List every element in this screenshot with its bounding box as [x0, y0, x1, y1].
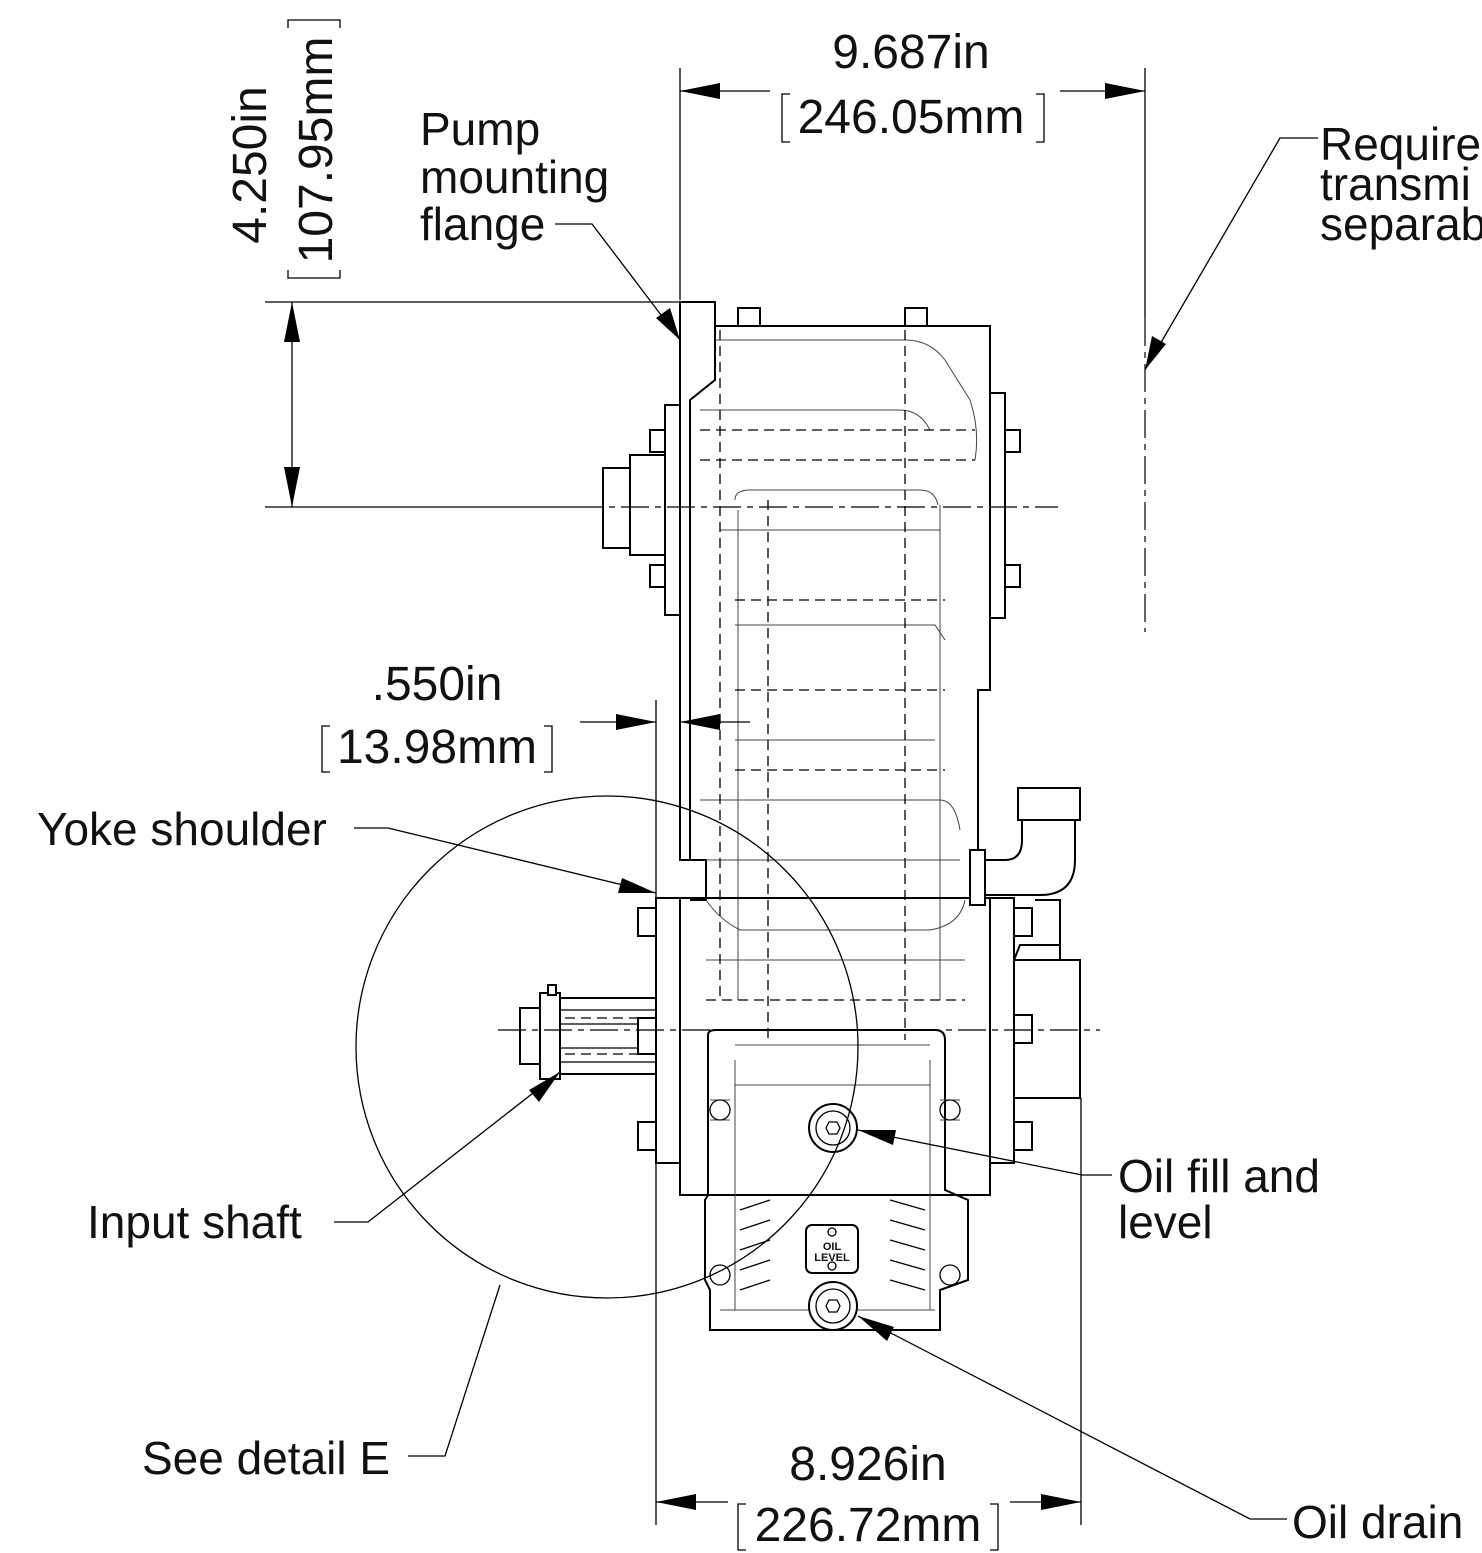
oil-level-plate-line1: OIL [823, 1241, 842, 1253]
callout-oil-fill: Oil fill and level [857, 1129, 1320, 1248]
callout-required-line2: transmi [1320, 158, 1471, 210]
callout-oil-drain-label: Oil drain [1292, 1496, 1463, 1548]
dim-bottom-width-in: 8.926in [789, 1438, 946, 1491]
callout-pump-line2: mounting [420, 151, 609, 203]
dimension-height: 4.250in 107.95mm [224, 19, 680, 508]
gearbox-body: OIL LEVEL [519, 301, 1081, 1331]
dimension-top-width: 9.687in 246.05mm [679, 26, 1146, 318]
callout-oil-drain: Oil drain [857, 1315, 1463, 1548]
callout-required-clearance: Require transmi separab [1144, 118, 1482, 371]
callout-pump-line1: Pump [420, 103, 540, 155]
callout-input-shaft: Input shaft [87, 1071, 561, 1248]
detail-e-circle [355, 795, 859, 1299]
callout-required-line1: Require [1320, 118, 1481, 170]
dimension-offset: .550in 13.98mm [321, 658, 750, 1525]
callout-input-shaft-label: Input shaft [87, 1196, 302, 1248]
dim-height-mm: 107.95mm [290, 37, 343, 264]
callout-yoke-shoulder: Yoke shoulder [37, 803, 657, 894]
callout-see-detail-e: See detail E [142, 1284, 501, 1484]
dim-offset-in: .550in [372, 658, 503, 711]
dim-offset-mm: 13.98mm [337, 721, 537, 774]
dim-height-in: 4.250in [224, 86, 277, 243]
oil-level-plate-line2: LEVEL [814, 1252, 850, 1264]
callout-yoke-shoulder-label: Yoke shoulder [37, 803, 327, 855]
callout-oil-fill-line1: Oil fill and [1118, 1150, 1320, 1202]
dim-bottom-width-mm: 226.72mm [755, 1499, 982, 1552]
dim-top-width-in: 9.687in [832, 26, 989, 79]
callout-pump-mounting-flange: Pump mounting flange [420, 103, 681, 341]
callout-pump-line3: flange [420, 198, 545, 250]
callout-required-line3: separab [1320, 198, 1482, 250]
callout-see-detail-label: See detail E [142, 1432, 390, 1484]
center-lines [498, 318, 1146, 1031]
callout-oil-fill-line2: level [1118, 1196, 1213, 1248]
dim-top-width-mm: 246.05mm [798, 91, 1025, 144]
dimension-bottom-width: 8.926in 226.72mm [656, 1098, 1082, 1552]
